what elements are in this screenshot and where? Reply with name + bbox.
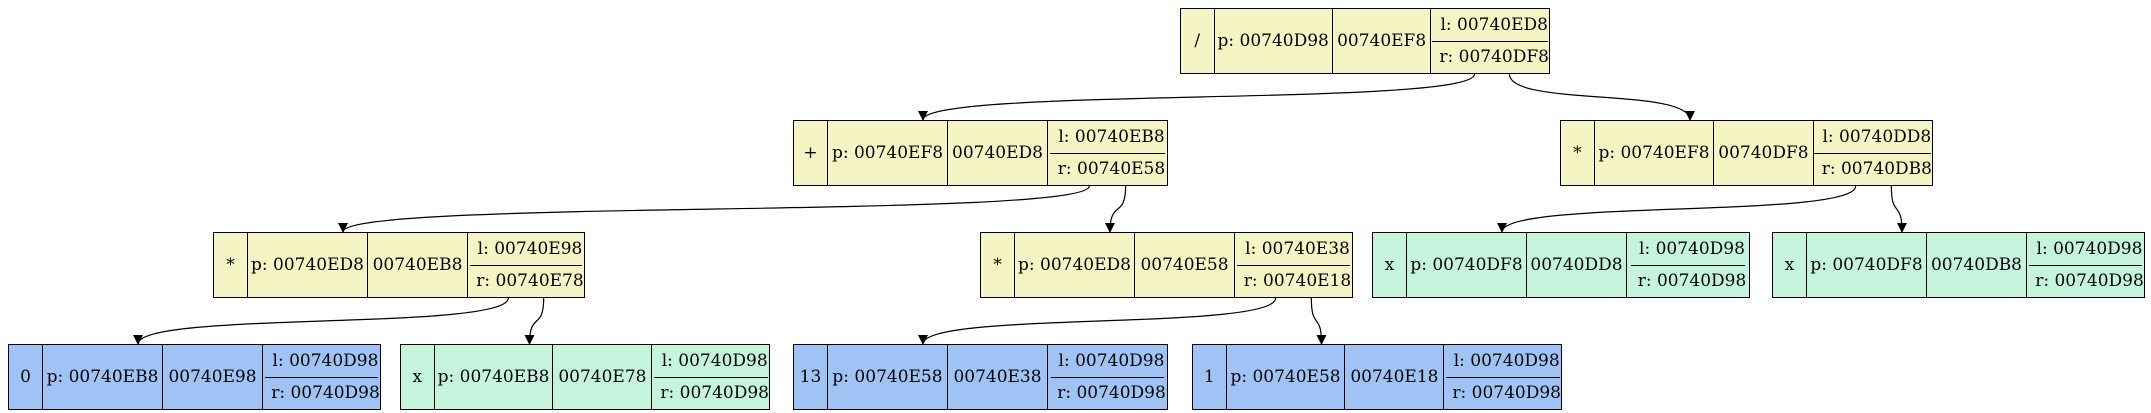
- node-left-pointer: l: 00740D98: [1445, 345, 1560, 378]
- node-value: x: [1773, 233, 1807, 297]
- node-left-pointer: l: 00740D98: [653, 345, 768, 378]
- node-children-pointers: l: 00740ED8 r: 00740DF8: [1431, 9, 1549, 73]
- tree-edge: [133, 297, 509, 345]
- node-address: 00740E78: [553, 345, 653, 409]
- node-parent-pointer: p: 00740EB8: [435, 345, 554, 409]
- node-children-pointers: l: 00740D98 r: 00740D98: [1444, 345, 1561, 409]
- node-value: *: [981, 233, 1015, 297]
- node-address: 00740DB8: [1927, 233, 2027, 297]
- tree-edge: [338, 185, 1090, 233]
- node-right-pointer: r: 00740D98: [271, 383, 380, 404]
- node-parent-pointer: p: 00740ED8: [1015, 233, 1135, 297]
- node-parent-pointer: p: 00740EB8: [43, 345, 163, 409]
- node-address: 00740DF8: [1714, 121, 1814, 185]
- node-children-pointers: l: 00740D98 r: 00740D98: [1627, 233, 1749, 297]
- node-value: 13: [794, 345, 828, 409]
- tree-edge: [1508, 73, 1695, 121]
- node-children-pointers: l: 00740D98 r: 00740D98: [1048, 345, 1167, 409]
- node-left-pointer: l: 00740E98: [469, 233, 583, 266]
- tree-edge: [1890, 185, 1907, 233]
- tree-edge: [918, 297, 1277, 345]
- tree-edge: [1105, 185, 1127, 233]
- node-address: 00740E58: [1135, 233, 1235, 297]
- node-parent-pointer: p: 00740D98: [1215, 9, 1333, 73]
- node-parent-pointer: p: 00740ED8: [248, 233, 368, 297]
- tree-edge: [524, 297, 545, 345]
- node-left-pointer: l: 00740D98: [264, 345, 379, 378]
- node-address: 00740E98: [163, 345, 263, 409]
- node-right-pointer: r: 00740DB8: [1821, 159, 1932, 180]
- node-left-pointer: l: 00740D98: [1631, 233, 1745, 266]
- node-children-pointers: l: 00740E98 r: 00740E78: [468, 233, 584, 297]
- node-children-pointers: l: 00740D98 r: 00740D98: [652, 345, 769, 409]
- node-address: 00740EF8: [1333, 9, 1432, 73]
- node-left-pointer: l: 00740DD8: [1814, 121, 1932, 154]
- node-left-pointer: l: 00740D98: [1050, 345, 1165, 378]
- node-parent-pointer: p: 00740EF8: [828, 121, 948, 185]
- node-value: 0: [9, 345, 43, 409]
- node-value: 1: [1193, 345, 1227, 409]
- node-value: *: [214, 233, 248, 297]
- node-parent-pointer: p: 00740DF8: [1407, 233, 1527, 297]
- node-left-pointer: l: 00740ED8: [1432, 9, 1548, 42]
- node-children-pointers: l: 00740E38 r: 00740E18: [1235, 233, 1352, 297]
- node-right-pointer: r: 00740D98: [660, 383, 769, 404]
- node-address: 00740ED8: [948, 121, 1048, 185]
- node-children-pointers: l: 00740D98 r: 00740D98: [263, 345, 380, 409]
- node-right-pointer: r: 00740D98: [1452, 383, 1561, 404]
- node-right-pointer: r: 00740D98: [1637, 271, 1747, 292]
- node-address: 00740E38: [948, 345, 1048, 409]
- node-right-pointer: r: 00740D98: [2035, 271, 2144, 292]
- node-right-pointer: r: 00740D98: [1057, 383, 1166, 404]
- node-children-pointers: l: 00740EB8 r: 00740E58: [1048, 121, 1167, 185]
- node-value: x: [401, 345, 435, 409]
- node-left-pointer: l: 00740D98: [2028, 233, 2143, 266]
- node-children-pointers: l: 00740D98 r: 00740D98: [2027, 233, 2144, 297]
- node-right-pointer: r: 00740E78: [476, 271, 584, 292]
- node-left-pointer: l: 00740EB8: [1050, 121, 1165, 154]
- node-right-pointer: r: 00740E18: [1243, 271, 1352, 292]
- node-value: *: [1561, 121, 1595, 185]
- node-parent-pointer: p: 00740DF8: [1807, 233, 1927, 297]
- tree-edge: [918, 73, 1476, 121]
- node-right-pointer: r: 00740DF8: [1439, 47, 1549, 68]
- node-address: 00740E18: [1345, 345, 1445, 409]
- node-value: /: [1181, 9, 1215, 73]
- node-children-pointers: l: 00740DD8 r: 00740DB8: [1814, 121, 1932, 185]
- node-right-pointer: r: 00740E58: [1057, 159, 1166, 180]
- tree-edge: [1497, 185, 1857, 233]
- node-value: +: [794, 121, 828, 185]
- node-parent-pointer: p: 00740EF8: [1595, 121, 1715, 185]
- node-left-pointer: l: 00740E38: [1237, 233, 1350, 266]
- node-parent-pointer: p: 00740E58: [1227, 345, 1346, 409]
- node-address: 00740EB8: [368, 233, 468, 297]
- node-value: x: [1373, 233, 1407, 297]
- node-parent-pointer: p: 00740E58: [828, 345, 948, 409]
- tree-edge: [1310, 297, 1327, 345]
- node-address: 00740DD8: [1527, 233, 1627, 297]
